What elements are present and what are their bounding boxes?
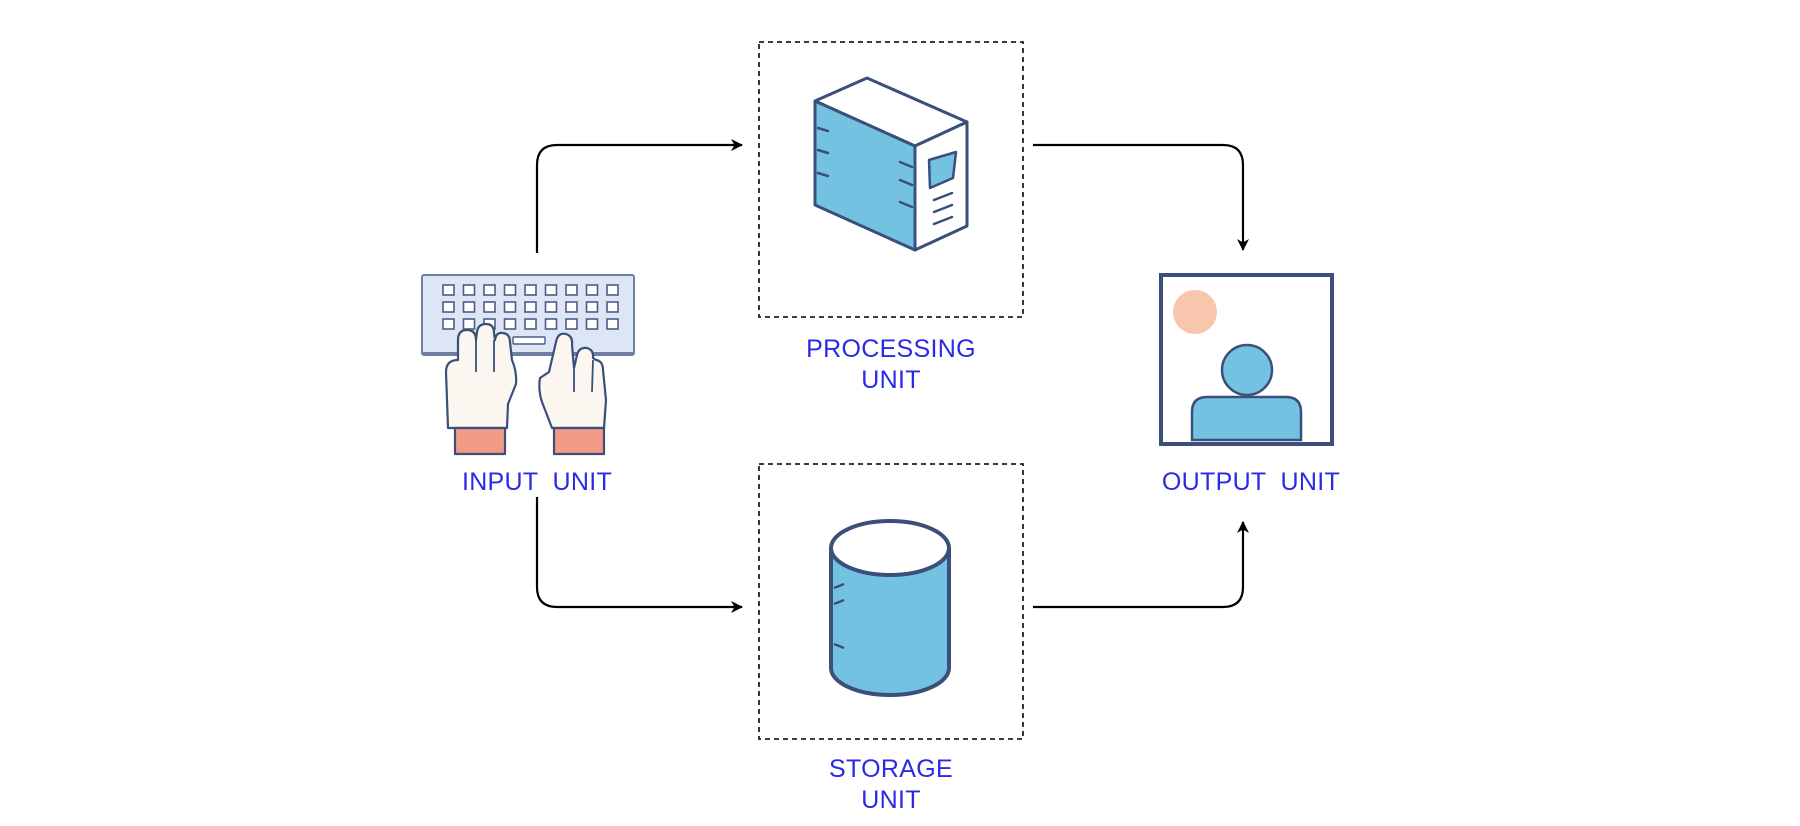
keyboard-key — [503, 318, 517, 330]
arrow-input-to-processing — [535, 139, 743, 253]
input-unit-label: INPUT UNIT — [437, 467, 637, 498]
keyboard-key — [544, 318, 558, 330]
connector-arrows — [535, 139, 1249, 613]
database-cylinder-icon — [829, 519, 951, 697]
keyboard-key — [606, 284, 619, 296]
input-unit-label-text: INPUT UNIT — [461, 468, 613, 496]
keyboard-typing-icon — [421, 274, 635, 456]
processing-unit-box — [758, 41, 1024, 318]
keyboard-key — [442, 301, 455, 313]
arrow-processing-to-output — [1033, 143, 1249, 251]
keyboard-key — [462, 284, 476, 296]
storage-unit-box — [758, 463, 1024, 740]
storage-unit-label-line-2: UNIT — [861, 786, 921, 814]
keyboard-key — [503, 284, 517, 296]
server-tower-icon — [813, 76, 969, 252]
keyboard-key — [483, 284, 496, 296]
output-unit-label: OUTPUT UNIT — [1141, 467, 1361, 498]
arrow-input-to-storage — [535, 497, 743, 613]
processing-unit-label-line-1: PROCESSING — [806, 335, 976, 363]
keyboard-key — [585, 318, 599, 330]
keyboard-key — [585, 284, 599, 296]
output-unit-label-text: OUTPUT UNIT — [1161, 468, 1341, 496]
storage-unit-label: STORAGE UNIT — [791, 754, 991, 816]
keyboard-key — [442, 284, 455, 296]
processing-unit-label-line-2: UNIT — [861, 366, 921, 394]
keyboard-key — [565, 318, 578, 330]
keyboard-key — [462, 301, 476, 313]
storage-unit-label-line-1: STORAGE — [829, 755, 953, 783]
keyboard-key — [524, 301, 537, 313]
keyboard-key — [606, 301, 619, 313]
keyboard-key — [442, 318, 455, 330]
processing-unit-label: PROCESSING UNIT — [791, 334, 991, 396]
keyboard-key — [524, 318, 537, 330]
keyboard-key — [585, 301, 599, 313]
keyboard-key — [524, 284, 537, 296]
arrow-storage-to-output — [1033, 521, 1249, 609]
keyboard-key — [544, 301, 558, 313]
keyboard-key — [565, 284, 578, 296]
keyboard-key — [503, 301, 517, 313]
keyboard-key — [544, 284, 558, 296]
keyboard-key — [483, 301, 496, 313]
monitor-display-icon — [1159, 273, 1334, 446]
keyboard-key — [565, 301, 578, 313]
keyboard-key — [606, 318, 619, 330]
keyboard-key — [462, 318, 476, 330]
